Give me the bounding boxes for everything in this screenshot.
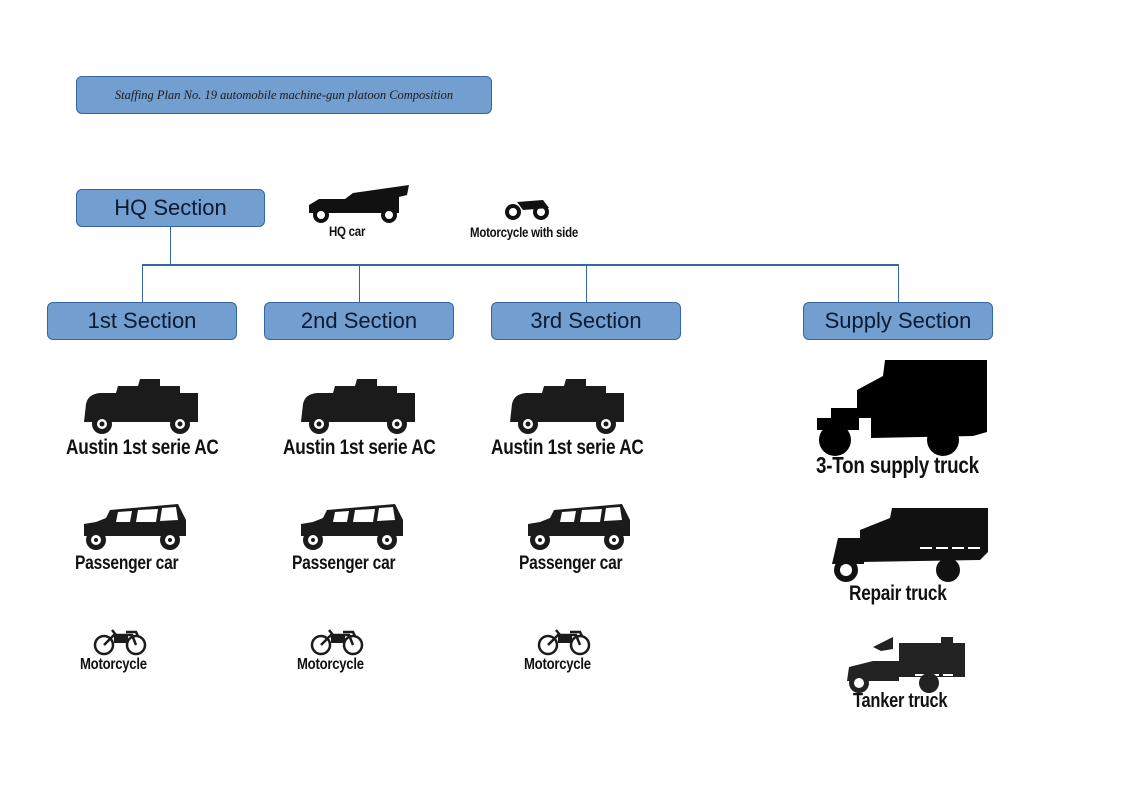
vehicle-label: Motorcycle xyxy=(80,656,147,673)
section-label: Supply Section xyxy=(824,308,972,333)
connector-2nd xyxy=(359,264,360,303)
repair-truck-icon xyxy=(830,508,990,584)
motorcycle-icon xyxy=(92,626,148,656)
tanker-truck-icon xyxy=(845,633,969,693)
hq-section-label: HQ Section xyxy=(114,195,227,220)
section-label: 3rd Section xyxy=(530,308,642,333)
diagram-title: Staffing Plan No. 19 automobile machine-… xyxy=(76,76,492,114)
connector-hq-down xyxy=(170,227,171,265)
vehicle-label: Austin 1st serie AC xyxy=(66,436,219,459)
vehicle-label: Passenger car xyxy=(75,553,179,574)
armored-car-icon xyxy=(297,376,417,438)
connector-1st xyxy=(142,264,143,303)
connector-supply xyxy=(898,264,899,303)
section-box-3rd: 3rd Section xyxy=(491,302,681,340)
section-label: 2nd Section xyxy=(300,308,418,333)
connector-horizontal xyxy=(142,264,899,266)
passenger-car-icon xyxy=(522,500,634,552)
armored-car-icon xyxy=(80,376,200,438)
passenger-car-icon xyxy=(295,500,407,552)
motorcycle-icon xyxy=(309,626,365,656)
motorcycle-icon xyxy=(536,626,592,656)
hq-car-icon xyxy=(305,183,413,225)
vehicle-label: Passenger car xyxy=(519,553,623,574)
vehicle-label: Austin 1st serie AC xyxy=(491,436,644,459)
connector-3rd xyxy=(586,264,587,303)
vehicle-label: Motorcycle xyxy=(524,656,591,673)
motorcycle-sidecar-label: Motorcycle with side xyxy=(470,224,578,240)
vehicle-label: Tanker truck xyxy=(853,690,948,712)
section-label: 1st Section xyxy=(87,308,197,333)
vehicle-label: Repair truck xyxy=(849,582,947,605)
hq-car-label: HQ car xyxy=(329,223,366,239)
vehicle-label: Motorcycle xyxy=(297,656,364,673)
motorcycle-sidecar-icon xyxy=(503,194,553,222)
passenger-car-icon xyxy=(78,500,190,552)
armored-car-icon xyxy=(506,376,626,438)
supply-truck-icon xyxy=(813,360,987,458)
vehicle-label: Passenger car xyxy=(292,553,396,574)
vehicle-label: Austin 1st serie AC xyxy=(283,436,436,459)
vehicle-label: 3-Ton supply truck xyxy=(816,452,979,478)
section-box-1st: 1st Section xyxy=(47,302,237,340)
hq-section-box: HQ Section xyxy=(76,189,265,227)
section-box-supply: Supply Section xyxy=(803,302,993,340)
section-box-2nd: 2nd Section xyxy=(264,302,454,340)
